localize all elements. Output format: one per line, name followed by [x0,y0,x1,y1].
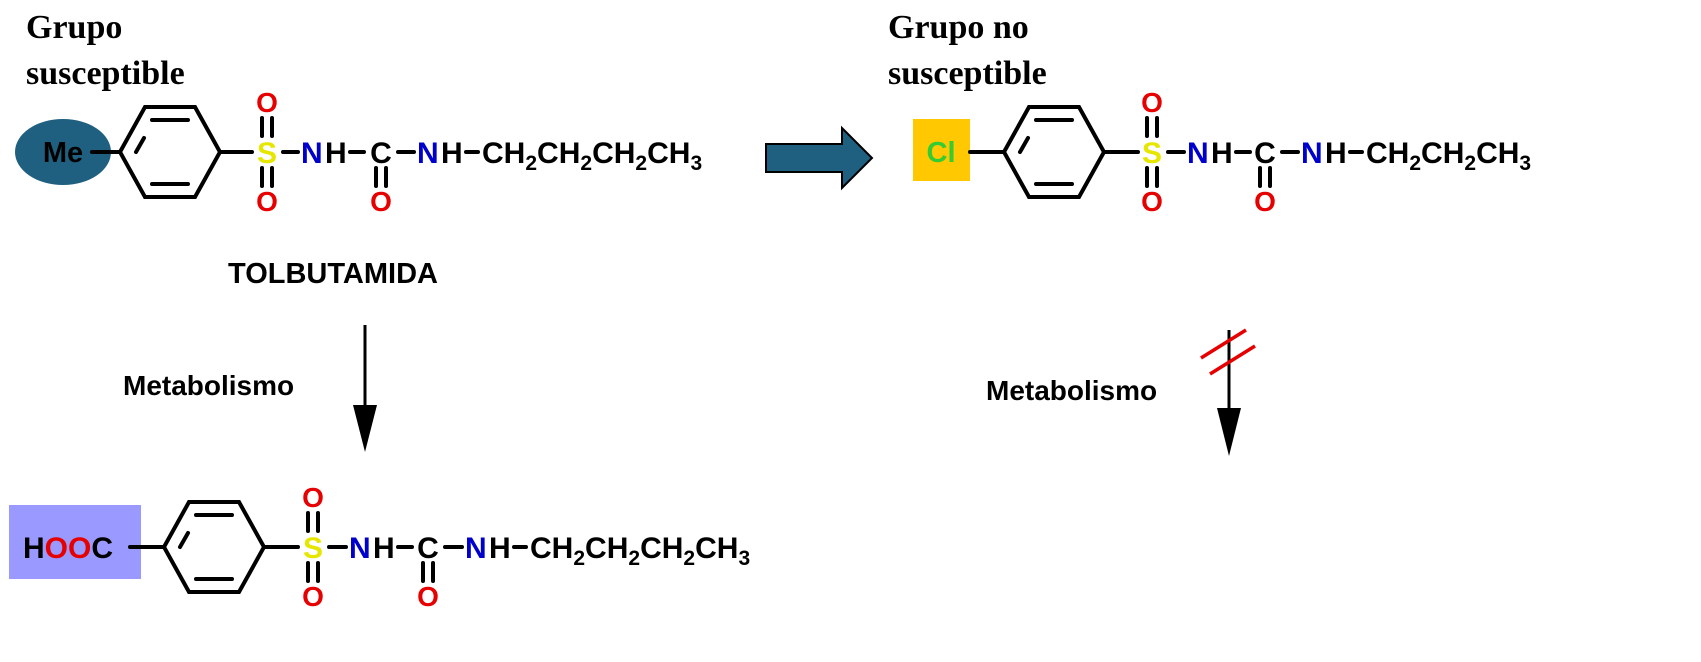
nitrogen-1: N [1187,137,1209,170]
substituent-highlight-cl [913,119,970,181]
metabolism-arrow-left [353,325,377,452]
sulfur: S [303,532,323,565]
blocked-mark-line-2 [1209,344,1256,376]
oxygen-top: O [302,482,324,513]
carbonyl-oxygen: O [370,186,392,217]
molecule-carboxylic-metabolite: HOOC O S O N H C O N H CH2CH2CH2CH3 [9,482,750,612]
alkyl-chain-propyl: CH2CH2CH3 [1366,137,1531,175]
blocked-mark-line-1 [1200,328,1247,360]
hydrogen-1: H [373,532,395,565]
nitrogen-1: N [349,532,371,565]
hydrogen-1: H [1211,137,1233,170]
substituent-hooc: HOOC [23,532,113,565]
oxygen-top: O [1141,87,1163,118]
alkyl-chain-butyl: CH2CH2CH2CH3 [530,532,750,570]
oxygen-bottom: O [1141,186,1163,217]
metabolism-arrow-right-blocked [1200,328,1256,456]
sulfur: S [257,137,277,170]
carbonyl-oxygen: O [417,581,439,612]
nitrogen-1: N [301,137,323,170]
nitrogen-2: N [465,532,487,565]
nitrogen-2: N [1301,137,1323,170]
hydrogen-2: H [489,532,511,565]
sulfur: S [1142,137,1162,170]
oxygen-top: O [256,87,278,118]
oxygen-bottom: O [302,581,324,612]
carbonyl-carbon: C [1254,137,1276,170]
carbonyl-carbon: C [370,137,392,170]
alkyl-chain-butyl: CH2CH2CH2CH3 [482,137,702,175]
metabolism-label-left: Metabolismo [123,370,294,401]
nitrogen-2: N [417,137,439,170]
metabolism-label-right: Metabolismo [986,375,1157,406]
heading-non-susceptible-line1: Grupo no [888,9,1029,46]
molecule-tolbutamide: Me O S O N H C O N H CH2CH2CH2CH3 [15,87,702,217]
heading-susceptible-line1: Grupo [26,9,122,46]
hydrogen-2: H [441,137,463,170]
carbonyl-carbon: C [417,532,439,565]
hydrogen-2: H [1325,137,1347,170]
substituent-highlight-cooh [9,505,141,579]
heading-susceptible-line2: susceptible [26,55,185,92]
compound-name: TOLBUTAMIDA [228,258,438,290]
oxygen-bottom: O [256,186,278,217]
hydrogen-1: H [325,137,347,170]
heading-non-susceptible-line2: susceptible [888,55,1047,92]
substituent-me: Me [43,137,83,169]
substituent-highlight-me [15,119,111,185]
carbonyl-oxygen: O [1254,186,1276,217]
substituent-cl: Cl [927,137,956,169]
molecule-chloro-analog: Cl O S O N H C O N H CH2CH2CH3 [913,87,1531,217]
transformation-arrow [765,125,874,191]
